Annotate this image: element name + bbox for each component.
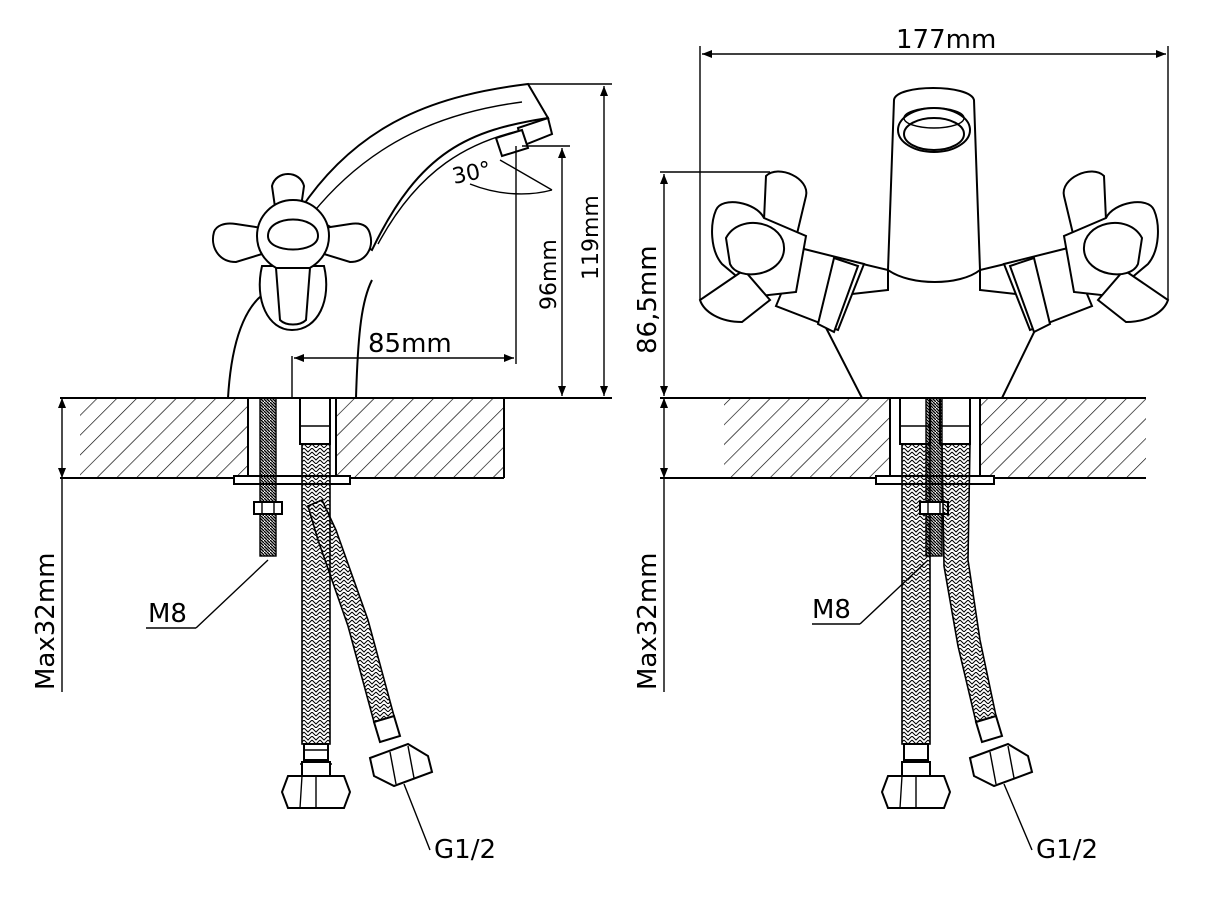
dimensions-side [58,83,612,851]
front-view: 177mm 86,5mm Max32mm M8 G1/2 [633,25,1170,865]
countertop-right [660,397,1146,485]
label-g12-left: G1/2 [434,835,496,865]
label-30-degree: 30° [450,157,493,190]
faucet-body-front [698,87,1170,399]
label-177mm: 177mm [896,25,996,55]
label-max32mm-right: Max32mm [633,553,663,691]
label-m8-right: M8 [812,595,851,625]
label-m8-left: M8 [148,599,187,629]
label-86-5mm: 86,5mm [633,245,663,354]
underside-side [253,397,434,809]
countertop-left [60,397,612,485]
label-85mm: 85mm [368,329,452,359]
label-max32mm-left: Max32mm [31,553,61,691]
faucet-body-side [212,82,554,399]
label-119mm: 119mm [579,195,604,280]
label-g12-right: G1/2 [1036,835,1098,865]
underside-front [880,397,1034,809]
dimensions-front [660,46,1169,851]
label-96mm: 96mm [537,239,562,310]
side-view: 85mm 96mm 119mm 30° Max32mm M8 G1/2 [31,82,612,865]
